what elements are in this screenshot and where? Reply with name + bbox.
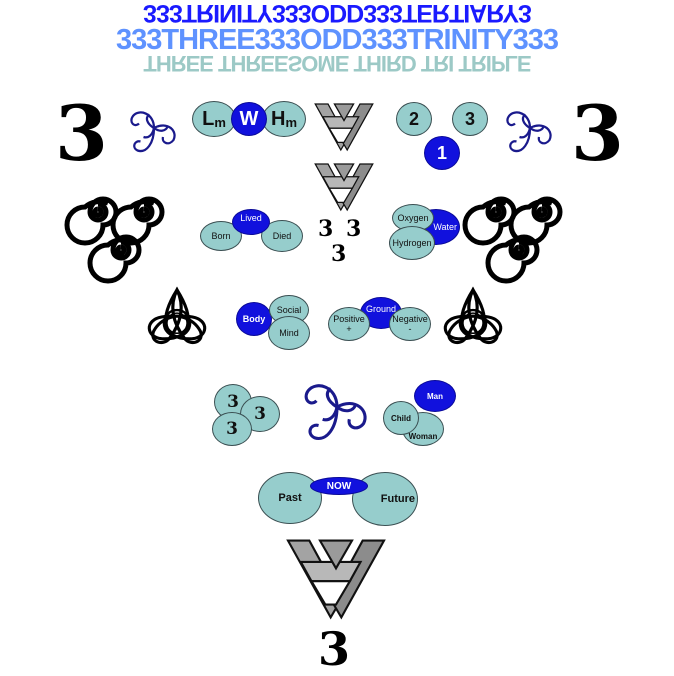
now-oval: NOW (310, 477, 368, 495)
valknut-icon (314, 103, 374, 151)
past-oval: Past (258, 472, 322, 524)
big-three-right: 3 (571, 89, 624, 178)
hydrogen-oval: Hydrogen (389, 226, 435, 260)
child-oval: Child (383, 401, 419, 435)
banner-trinity: 333TRINITY333ODD333TERTIARY3 (143, 0, 531, 25)
positive-oval: Positive+ (328, 307, 370, 341)
triskele-icon (130, 111, 176, 153)
triskele-icon (506, 111, 552, 153)
triquetra-icon (443, 288, 503, 345)
negative-oval: Negative- (389, 307, 431, 341)
triple-spiral-icon (76, 192, 166, 272)
valknut-icon (286, 539, 386, 619)
banner-threesome: THREE THREESOME THIRD TRI TRIPLE (143, 52, 531, 74)
width-oval: W (231, 102, 267, 136)
big-three-bottom: 3 (318, 622, 351, 676)
mind-oval: Mind (268, 316, 310, 350)
triskele-icon (304, 384, 367, 440)
number-two-oval: 2 (396, 102, 432, 136)
number-three-oval: 3 (452, 102, 488, 136)
body-oval: Body (236, 302, 272, 336)
triple-spiral-icon (474, 192, 564, 272)
big-three-left: 3 (55, 89, 108, 178)
lived-oval: Lived (232, 209, 270, 235)
man-oval: Man (414, 380, 456, 412)
banner-three: 333THREE333ODD333TRINITY333 (115, 26, 559, 55)
valknut-icon (314, 163, 374, 211)
number-one-oval: 1 (424, 136, 460, 170)
triquetra-icon (147, 288, 207, 345)
